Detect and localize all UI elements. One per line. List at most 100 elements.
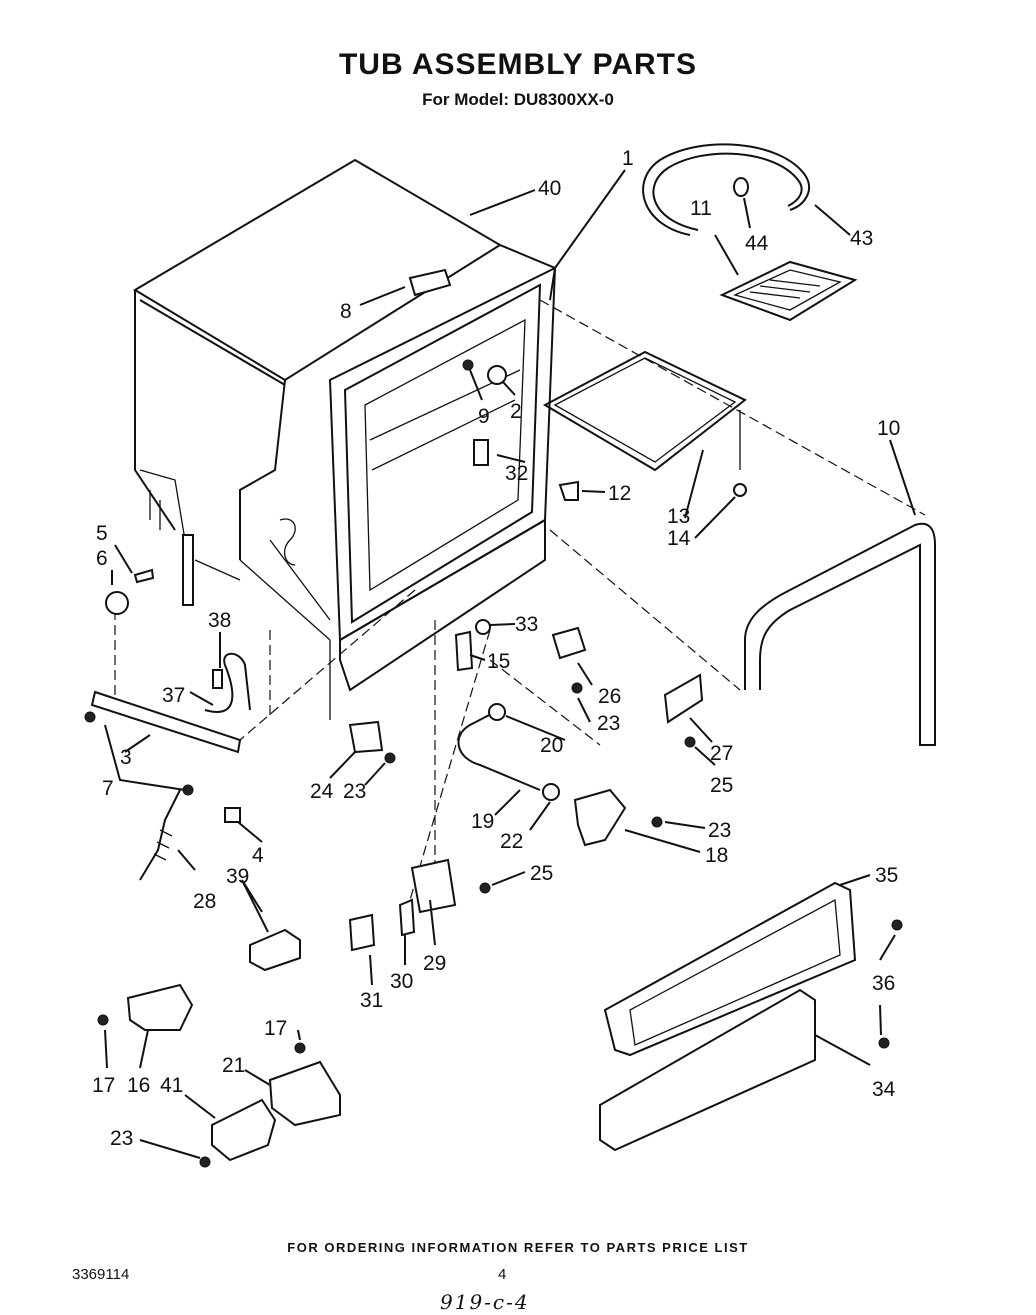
callout-5: 5 xyxy=(96,522,108,545)
callout-34: 34 xyxy=(872,1078,896,1101)
part-41-cover xyxy=(211,1098,277,1162)
part-29-solenoid xyxy=(410,858,457,914)
part-35-toe-panel xyxy=(603,881,857,1057)
part-34-kick-panel xyxy=(599,988,816,1152)
page-title: TUB ASSEMBLY PARTS xyxy=(338,48,698,81)
tub-body xyxy=(133,158,557,560)
callout-12: 12 xyxy=(608,482,631,505)
part-9-screw xyxy=(462,359,474,371)
part-8-clip xyxy=(408,268,452,297)
callout-20: 20 xyxy=(540,734,563,757)
page-number: 4 xyxy=(498,1266,507,1283)
callout-16: 16 xyxy=(127,1074,150,1097)
callout-2: 2 xyxy=(510,400,522,423)
part-4-foot xyxy=(224,807,241,823)
callout-17-left: 17 xyxy=(92,1074,115,1097)
model-subtitle: For Model: DU8300XX-0 xyxy=(422,90,614,109)
callout-23-cover: 23 xyxy=(110,1127,133,1150)
callout-38: 38 xyxy=(208,609,231,632)
part-7-screw-left xyxy=(84,711,96,723)
document-number: 3369114 xyxy=(72,1266,130,1283)
callout-7: 7 xyxy=(102,777,114,800)
callout-27: 27 xyxy=(710,742,733,765)
callout-18: 18 xyxy=(705,844,728,867)
part-12-clip xyxy=(558,480,579,501)
callout-4: 4 xyxy=(252,844,264,867)
door-frame xyxy=(182,266,557,720)
callout-17-right: 17 xyxy=(264,1017,287,1040)
callout-41: 41 xyxy=(160,1074,183,1097)
part-17-screw-right xyxy=(294,1042,306,1054)
part-15-post xyxy=(454,630,474,672)
part-36-screw-top xyxy=(891,919,903,931)
leader-lines xyxy=(104,169,916,1159)
callout-31: 31 xyxy=(360,989,383,1012)
part-11-filter xyxy=(719,260,858,322)
part-27-bracket xyxy=(663,673,704,724)
callout-23-switch: 23 xyxy=(597,712,620,735)
ordering-info-footer: FOR ORDERING INFORMATION REFER TO PARTS … xyxy=(287,1240,749,1255)
part-31-cover xyxy=(348,913,376,952)
part-32-post xyxy=(473,439,489,466)
part-2-knob xyxy=(487,365,507,385)
callout-9: 9 xyxy=(478,405,490,428)
callout-23-valve: 23 xyxy=(708,819,731,842)
callout-24: 24 xyxy=(310,780,334,803)
part-37-hose xyxy=(204,652,251,713)
callout-11: 11 xyxy=(690,197,712,220)
callout-33: 33 xyxy=(515,613,538,636)
callout-36: 36 xyxy=(872,972,895,995)
callout-25-bracket: 25 xyxy=(710,774,733,797)
callout-37: 37 xyxy=(162,684,185,707)
part-19-hose xyxy=(457,711,541,791)
part-23-screw-cover xyxy=(199,1156,211,1168)
part-28-spring xyxy=(139,789,181,881)
callout-21: 21 xyxy=(222,1054,245,1077)
part-20-clamp xyxy=(488,703,506,721)
callout-43: 43 xyxy=(850,227,873,250)
part-10-trim-strip xyxy=(744,522,936,746)
part-30-lever xyxy=(398,898,416,937)
part-26-switch xyxy=(551,626,587,660)
callout-15: 15 xyxy=(487,650,510,673)
part-25-screw-solenoid xyxy=(479,882,491,894)
callout-35: 35 xyxy=(875,864,898,887)
part-16-valve xyxy=(126,983,194,1031)
callout-14: 14 xyxy=(667,527,691,550)
callout-19: 19 xyxy=(471,810,494,833)
part-21-housing xyxy=(268,1060,341,1127)
part-36-screw-bottom xyxy=(878,1037,890,1049)
callout-30: 30 xyxy=(390,970,413,993)
part-39-block xyxy=(249,928,301,972)
part-23-screw-valve xyxy=(651,816,663,828)
handwritten-note: 919-c-4 xyxy=(440,1290,530,1314)
callout-10: 10 xyxy=(877,417,900,440)
callout-25-solenoid: 25 xyxy=(530,862,553,885)
part-14-washer xyxy=(733,483,747,497)
part-43-hose xyxy=(642,143,810,236)
part-6-wheel xyxy=(105,591,129,615)
part-18-valve xyxy=(573,788,627,847)
part-5-screw xyxy=(133,568,155,584)
callout-6: 6 xyxy=(96,547,108,570)
part-24-pump xyxy=(348,720,384,754)
callout-8: 8 xyxy=(340,300,352,323)
callout-32: 32 xyxy=(505,462,528,485)
callout-29: 29 xyxy=(423,952,446,975)
callout-1: 1 xyxy=(622,147,634,170)
part-33-nut xyxy=(475,619,491,635)
callout-28: 28 xyxy=(193,890,216,913)
callout-44: 44 xyxy=(745,232,769,255)
callout-40: 40 xyxy=(538,177,561,200)
callout-23-mid: 23 xyxy=(343,780,366,803)
part-17-screw-left xyxy=(97,1014,109,1026)
callout-39: 39 xyxy=(226,865,249,888)
part-23-screw-switch xyxy=(571,682,583,694)
callout-13: 13 xyxy=(667,505,690,528)
part-3-bracket xyxy=(90,690,242,754)
callout-labels: 1 40 11 44 43 8 9 2 10 32 12 13 14 5 6 3… xyxy=(92,147,900,1150)
part-22-clamp xyxy=(542,783,560,801)
part-25-screw-bracket xyxy=(684,736,696,748)
part-23-screw-mid xyxy=(384,752,396,764)
